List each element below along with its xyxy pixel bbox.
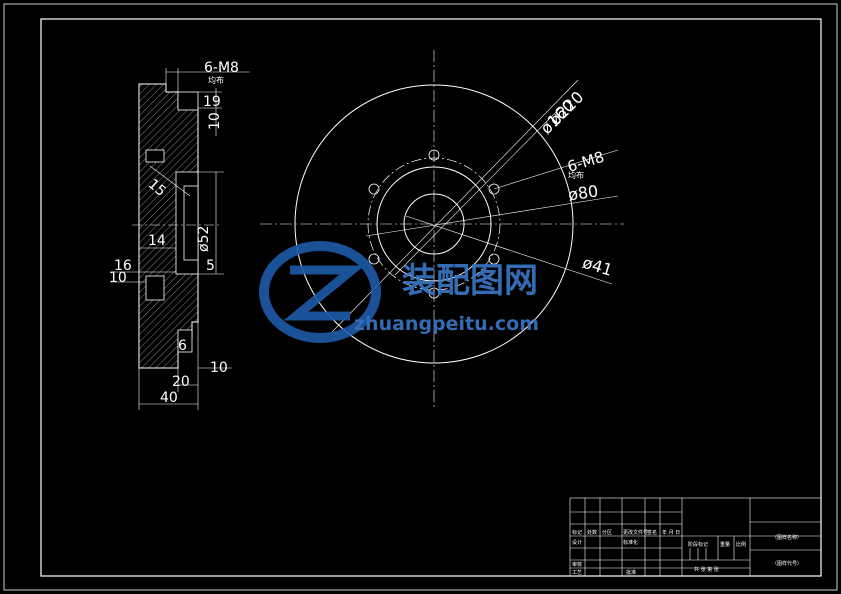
section-holes-note: 均布 — [208, 75, 224, 85]
bolt-hole — [368, 253, 380, 265]
tb-drawing-name: （图样名称） — [772, 534, 802, 541]
bolt-hole — [488, 253, 500, 265]
title-block — [569, 497, 822, 577]
tb-drawing-code: （图样代号） — [772, 560, 802, 567]
tb-checker: 审核 — [572, 561, 582, 568]
front-dia-80: ø80 — [567, 181, 600, 204]
tb-standardize: 标准化 — [623, 539, 638, 546]
section-dim-20: 20 — [172, 374, 190, 390]
section-dim-10c: 10 — [210, 360, 228, 376]
section-dim-10: 10 — [207, 112, 223, 130]
section-dim-6: 6 — [178, 338, 187, 354]
tb-sheets: 共 张 第 张 — [694, 566, 719, 573]
section-dim-14: 14 — [148, 233, 166, 249]
tb-header-count: 处数 — [587, 529, 597, 536]
section-dim-16: 16 — [114, 258, 132, 274]
tb-stage-mark: 阶段标记 — [688, 541, 708, 548]
watermark-url: zhuangpeitu.com — [354, 313, 539, 335]
section-dim-19: 19 — [203, 94, 221, 110]
tapped-hole-mid — [145, 149, 165, 163]
watermark-logo-slash — [283, 265, 365, 321]
tapped-hole-top — [177, 91, 199, 111]
section-view: 6-M8 均布 19 10 15 ø52 14 5 16 10 6 20 10 … — [109, 60, 250, 410]
tb-header-docno: 更改文件号 — [623, 529, 648, 536]
tb-designer: 设计 — [572, 539, 582, 546]
tb-header-date: 年 月 日 — [662, 529, 680, 536]
inner-border — [40, 18, 822, 577]
tb-header-mark: 标记 — [572, 529, 582, 536]
bolt-hole — [368, 183, 380, 195]
section-holes-label: 6-M8 — [204, 60, 239, 76]
watermark: 装配图网 zhuangpeitu.com — [259, 241, 539, 343]
tapped-hole-bottom — [177, 329, 193, 353]
front-holes-note: 均布 — [568, 170, 584, 180]
section-dim-40: 40 — [160, 390, 178, 406]
tb-scale: 比例 — [736, 541, 746, 548]
bore-step — [183, 185, 199, 261]
bolt-hole — [428, 287, 440, 299]
tb-craft: 工艺 — [572, 570, 582, 576]
tb-header-zone: 分区 — [602, 529, 612, 536]
watermark-cn: 装配图网 — [402, 261, 538, 301]
front-dia-41: ø41 — [580, 253, 614, 280]
section-dim-5: 5 — [206, 258, 215, 274]
outer-border — [3, 3, 838, 591]
section-dim-10b: 10 — [109, 270, 127, 286]
tb-header-sign: 签名 — [647, 529, 657, 536]
bolt-hole — [488, 183, 500, 195]
title-block-labels: 标记 处数 分区 更改文件号 签名 年 月 日 设计 标准化 审核 工艺 批准 … — [572, 529, 802, 576]
section-dim-52: ø52 — [196, 226, 212, 252]
tb-weight: 重量 — [720, 541, 730, 548]
watermark-logo-icon — [259, 241, 381, 343]
tapped-hole-low — [145, 275, 165, 301]
tb-approve: 批准 — [626, 569, 636, 576]
bolt-hole — [428, 149, 440, 161]
